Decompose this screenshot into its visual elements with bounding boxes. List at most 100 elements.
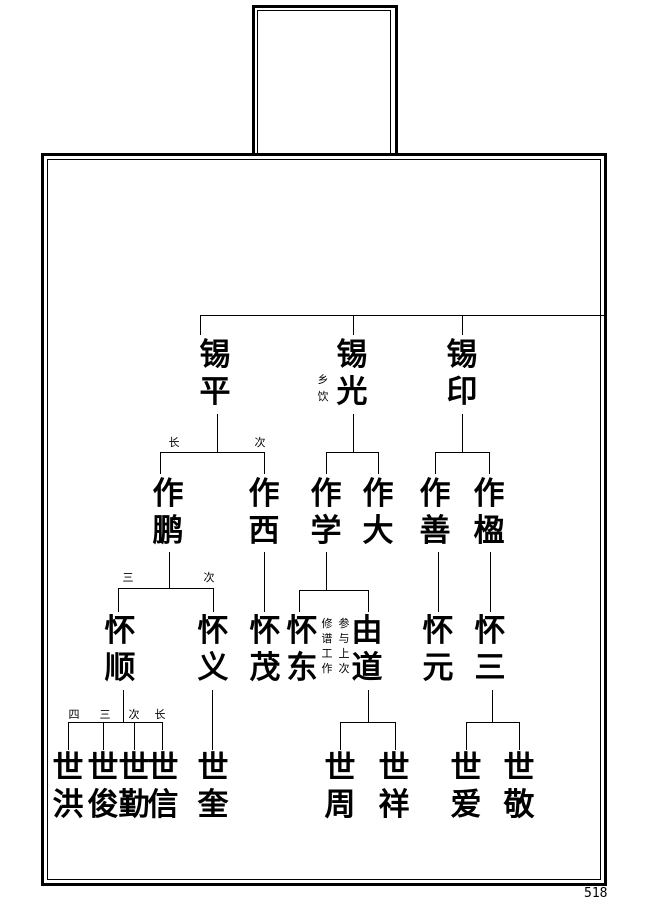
editor-note-column-1: 修 谱 工 作: [320, 616, 334, 676]
honor-note-char: 饮: [317, 390, 329, 403]
given-char: 怀: [104, 613, 136, 649]
given-char: 世: [450, 750, 482, 786]
name-char: 鹏: [152, 513, 184, 549]
given-char: 世: [87, 750, 119, 786]
person-zuoxi: 作西: [246, 476, 282, 550]
person-shixin: 世信: [145, 750, 181, 824]
name-char: 信: [147, 787, 179, 823]
name-char: 元: [422, 650, 454, 686]
given-char: 世: [52, 750, 84, 786]
person-xiping: 锡平: [197, 337, 233, 411]
rank-label: 次: [128, 708, 140, 721]
given-char: 怀: [197, 613, 229, 649]
given-char: 锡: [446, 337, 478, 373]
person-huaidong: 怀东: [284, 613, 320, 687]
person-zuoxue: 作学: [308, 476, 344, 550]
person-huaimao: 怀茂: [247, 613, 283, 687]
given-char: 锡: [199, 337, 231, 373]
name-char: 祥: [378, 787, 410, 823]
name-char: 善: [419, 513, 451, 549]
page-number: 518: [584, 886, 608, 901]
chart-frame: [41, 153, 607, 886]
rank-label: 长: [154, 708, 166, 721]
given-char: 世: [503, 750, 535, 786]
name-char: 顺: [104, 650, 136, 686]
given-char: 怀: [286, 613, 318, 649]
person-zuopeng: 作鹏: [150, 476, 186, 550]
name-char: 爱: [450, 787, 482, 823]
given-char: 怀: [249, 613, 281, 649]
person-shijun: 世俊: [85, 750, 121, 824]
given-char: 世: [378, 750, 410, 786]
note-char: 作: [321, 662, 333, 675]
person-youdao: 由道: [349, 613, 385, 687]
person-huaiyi: 怀义: [195, 613, 231, 687]
name-char: 俊: [87, 787, 119, 823]
name-char: 奎: [197, 787, 229, 823]
person-shiqin: 世勤: [116, 750, 152, 824]
person-shihong: 世洪: [50, 750, 86, 824]
rank-label: 三: [99, 708, 111, 721]
note-char: 与: [338, 632, 350, 645]
name-char: 东: [286, 650, 318, 686]
person-zuoda: 作大: [360, 476, 396, 550]
chart-inner-frame: [47, 159, 601, 880]
name-char: 大: [362, 513, 394, 549]
name-char: 周: [324, 787, 356, 823]
given-char: 世: [197, 750, 229, 786]
name-char: 敬: [503, 787, 535, 823]
editor-note-column-2: 参 与 上 次: [337, 616, 351, 676]
name-char: 印: [446, 374, 478, 410]
given-char: 世: [324, 750, 356, 786]
given-char: 作: [362, 476, 394, 512]
name-char: 光: [336, 374, 368, 410]
person-zuoying: 作楹: [471, 476, 507, 550]
person-zuoshan: 作善: [417, 476, 453, 550]
note-char: 谱: [321, 632, 333, 645]
person-shixiang: 世祥: [376, 750, 412, 824]
person-huaisan: 怀三: [472, 613, 508, 687]
person-shizhou: 世周: [322, 750, 358, 824]
given-char: 怀: [422, 613, 454, 649]
given-char: 由: [351, 613, 383, 649]
note-char: 上: [338, 647, 350, 660]
given-char: 作: [473, 476, 505, 512]
name-char: 洪: [52, 787, 84, 823]
person-shijing: 世敬: [501, 750, 537, 824]
top-tab-frame: [252, 5, 398, 156]
given-char: 怀: [474, 613, 506, 649]
name-char: 平: [199, 374, 231, 410]
person-xiguang: 锡光: [334, 337, 370, 411]
given-char: 锡: [336, 337, 368, 373]
name-char: 楹: [473, 513, 505, 549]
name-char: 学: [310, 513, 342, 549]
note-char: 次: [338, 662, 350, 675]
given-char: 作: [248, 476, 280, 512]
name-char: 勤: [118, 787, 150, 823]
honor-note-char: 乡: [317, 373, 329, 386]
rank-label: 三: [122, 571, 134, 584]
given-char: 作: [419, 476, 451, 512]
given-char: 作: [152, 476, 184, 512]
note-char: 参: [338, 617, 350, 630]
name-char: 义: [197, 650, 229, 686]
person-shiai: 世爱: [448, 750, 484, 824]
person-shikui: 世奎: [195, 750, 231, 824]
person-xiyin: 锡印: [444, 337, 480, 411]
rank-label: 长: [168, 436, 180, 449]
given-char: 作: [310, 476, 342, 512]
given-char: 世: [147, 750, 179, 786]
rank-label: 次: [254, 436, 266, 449]
rank-label: 次: [203, 571, 215, 584]
person-huaiyuan: 怀元: [420, 613, 456, 687]
name-char: 道: [351, 650, 383, 686]
name-char: 三: [474, 650, 506, 686]
rank-label: 四: [68, 708, 80, 721]
top-tab-inner-frame: [257, 10, 391, 154]
note-char: 修: [321, 617, 333, 630]
given-char: 世: [118, 750, 150, 786]
name-char: 茂: [249, 650, 281, 686]
name-char: 西: [248, 513, 280, 549]
person-huaishun: 怀顺: [102, 613, 138, 687]
note-char: 工: [321, 647, 333, 660]
